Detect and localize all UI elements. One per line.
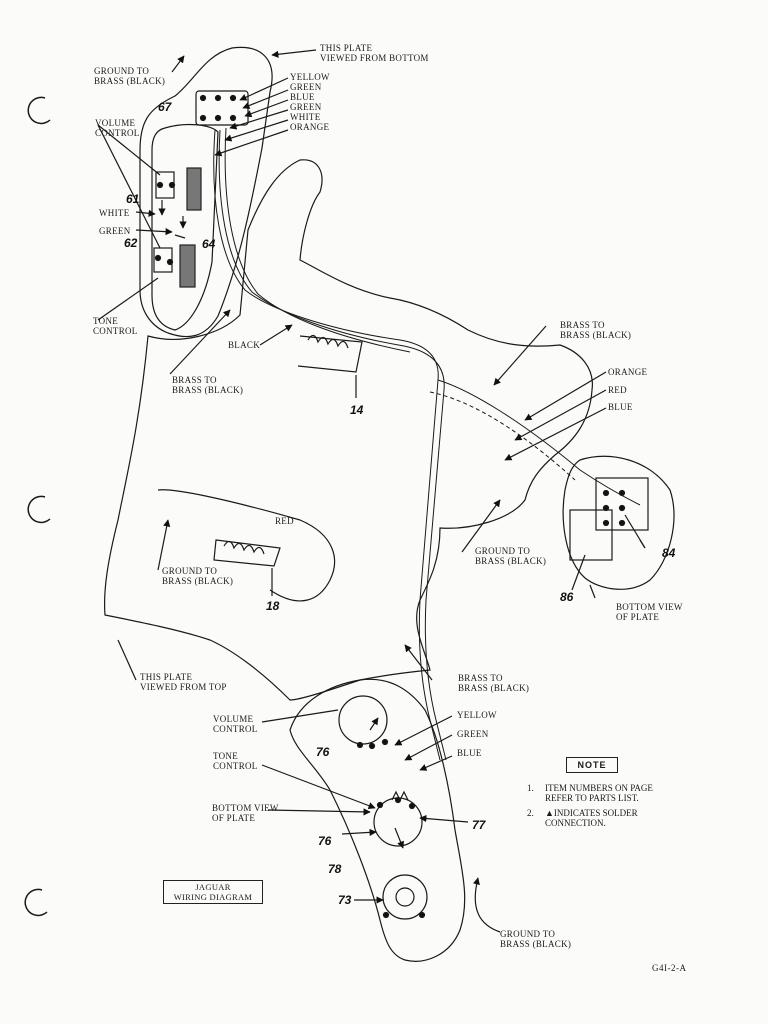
item-number-64: 64 xyxy=(202,237,216,251)
label-brass-to-brass-lower: BRASS TO BRASS (BLACK) xyxy=(458,673,530,693)
label-red-mid: RED xyxy=(275,516,294,526)
switch-84 xyxy=(595,477,649,531)
label-yellow: YELLOW xyxy=(457,710,497,720)
document-number: G4I-2-A xyxy=(652,963,687,973)
item-number-61: 61 xyxy=(126,192,140,206)
item-number-62: 62 xyxy=(124,236,138,250)
diagram-title: JAGUAR WIRING DIAGRAM xyxy=(163,880,263,904)
label-tone-control-bottom: TONE CONTROL xyxy=(213,751,258,771)
item-number-73: 73 xyxy=(338,893,352,907)
label-black: BLACK xyxy=(228,340,261,350)
label-red-right: RED xyxy=(608,385,627,395)
item-number-67: 67 xyxy=(158,100,172,114)
note-text: ITEM NUMBERS ON PAGE REFER TO PARTS LIST… xyxy=(545,783,653,803)
item-number-14: 14 xyxy=(350,403,364,417)
label-tone-control-top: TONE CONTROL xyxy=(93,316,138,336)
binder-hole-bottom xyxy=(24,888,48,917)
diagram-title-text: JAGUAR WIRING DIAGRAM xyxy=(173,882,253,902)
label-bottom-view-plate-lower: BOTTOM VIEW OF PLATE xyxy=(212,803,279,823)
label-ground-to-brass-mid-right: GROUND TO BRASS (BLACK) xyxy=(475,546,547,566)
label-ground-to-brass-mid-left: GROUND TO BRASS (BLACK) xyxy=(162,566,234,586)
item-number-18: 18 xyxy=(266,599,280,613)
item-number-76-volume: 76 xyxy=(316,745,330,759)
label-blue-bottom: BLUE xyxy=(457,748,482,758)
upper-control-plate-outline xyxy=(139,46,273,338)
note-item: 1. ITEM NUMBERS ON PAGE REFER TO PARTS L… xyxy=(527,783,653,803)
label-ground-to-brass-bottom: GROUND TO BRASS (BLACK) xyxy=(500,929,572,949)
label-blue-right: BLUE xyxy=(608,402,633,412)
note-number: 1. xyxy=(527,783,534,793)
note-number: 2. xyxy=(527,808,534,818)
label-ground-to-brass-top: GROUND TO BRASS (BLACK) xyxy=(94,66,166,86)
bottom-control-plate-outline xyxy=(289,678,466,962)
note-text: ▲INDICATES SOLDER CONNECTION. xyxy=(545,808,638,828)
volume-pot-76 xyxy=(338,695,388,745)
label-green: GREEN xyxy=(99,226,131,236)
label-this-plate-top: THIS PLATE VIEWED FROM TOP xyxy=(140,672,227,692)
item-number-77: 77 xyxy=(472,818,486,832)
pickguard-outline xyxy=(104,159,593,701)
item-number-78: 78 xyxy=(328,862,342,876)
label-white: WHITE xyxy=(99,208,130,218)
wire-harness xyxy=(213,129,441,761)
binder-hole-middle xyxy=(27,495,51,524)
item-number-84: 84 xyxy=(662,546,676,560)
pickup-18 xyxy=(213,539,281,567)
label-this-plate-bottom: THIS PLATE VIEWED FROM BOTTOM xyxy=(320,43,429,63)
label-orange: ORANGE xyxy=(608,367,648,377)
item-number-76-tone: 76 xyxy=(318,834,332,848)
label-wire-colors-top: YELLOW GREEN BLUE GREEN WHITE ORANGE xyxy=(290,72,330,132)
label-brass-to-brass-right: BRASS TO BRASS (BLACK) xyxy=(560,320,632,340)
label-volume-control-top: VOLUME CONTROL xyxy=(95,118,140,138)
note-item: 2. ▲INDICATES SOLDER CONNECTION. xyxy=(527,808,653,828)
label-brass-to-brass-left: BRASS TO BRASS (BLACK) xyxy=(172,375,244,395)
note-heading: NOTE xyxy=(566,757,618,773)
item-number-86: 86 xyxy=(560,590,574,604)
label-green-bottom: GREEN xyxy=(457,729,489,739)
label-bottom-view-plate-right: BOTTOM VIEW OF PLATE xyxy=(616,602,683,622)
pickup-14 xyxy=(297,335,363,373)
notes-list: 1. ITEM NUMBERS ON PAGE REFER TO PARTS L… xyxy=(527,783,653,833)
label-volume-control-bottom: VOLUME CONTROL xyxy=(213,714,258,734)
resistor-lower xyxy=(179,244,196,288)
binder-hole-top xyxy=(27,96,51,125)
resistor-upper xyxy=(186,167,202,211)
switch-plate-inner xyxy=(151,123,219,331)
right-plate-outline xyxy=(562,455,675,590)
